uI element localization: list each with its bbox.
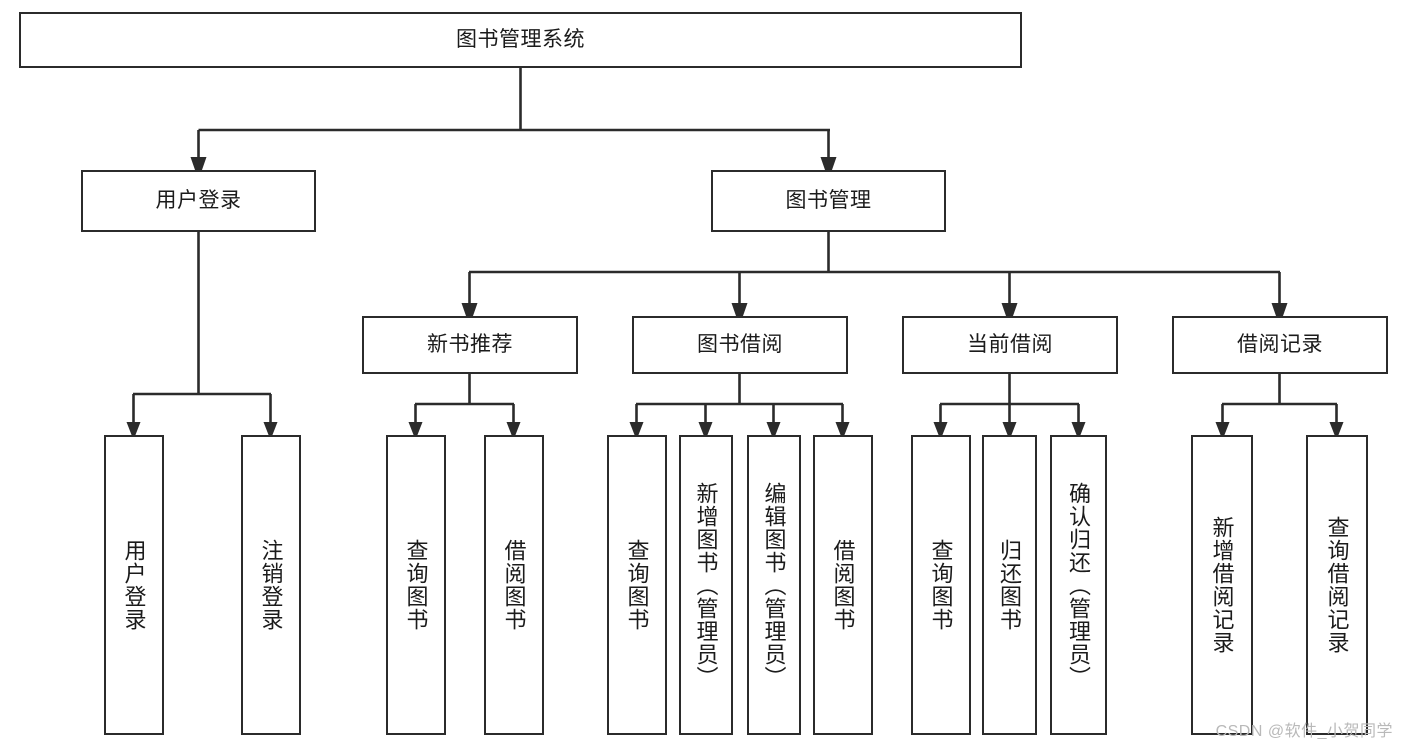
node-leaf-user-logout[interactable]: 注销登录: [241, 435, 301, 735]
node-leaf-user-login[interactable]: 用户登录: [104, 435, 164, 735]
node-leaf-return-book[interactable]: 归还图书: [982, 435, 1037, 735]
node-leaf-query-book-current[interactable]: 查询图书: [911, 435, 971, 735]
node-new-book-recommend[interactable]: 新书推荐: [362, 316, 578, 374]
node-leaf-confirm-return-admin[interactable]: 确认归还（管理员）: [1050, 435, 1107, 735]
node-borrow-record[interactable]: 借阅记录: [1172, 316, 1388, 374]
node-leaf-borrow-book-recommend[interactable]: 借阅图书: [484, 435, 544, 735]
node-leaf-borrow-book-borrow[interactable]: 借阅图书: [813, 435, 873, 735]
node-book-borrow[interactable]: 图书借阅: [632, 316, 848, 374]
node-root-book-management-system[interactable]: 图书管理系统: [19, 12, 1022, 68]
csdn-watermark: CSDN @软件_小贺同学: [1215, 723, 1393, 740]
node-leaf-query-borrow-record[interactable]: 查询借阅记录: [1306, 435, 1368, 735]
node-book-management[interactable]: 图书管理: [711, 170, 946, 232]
node-leaf-edit-book-admin[interactable]: 编辑图书（管理员）: [747, 435, 801, 735]
node-user-login[interactable]: 用户登录: [81, 170, 316, 232]
node-leaf-query-book-recommend[interactable]: 查询图书: [386, 435, 446, 735]
node-leaf-add-borrow-record[interactable]: 新增借阅记录: [1191, 435, 1253, 735]
node-leaf-add-book-admin[interactable]: 新增图书（管理员）: [679, 435, 733, 735]
node-current-borrow[interactable]: 当前借阅: [902, 316, 1118, 374]
node-leaf-query-book-borrow[interactable]: 查询图书: [607, 435, 667, 735]
